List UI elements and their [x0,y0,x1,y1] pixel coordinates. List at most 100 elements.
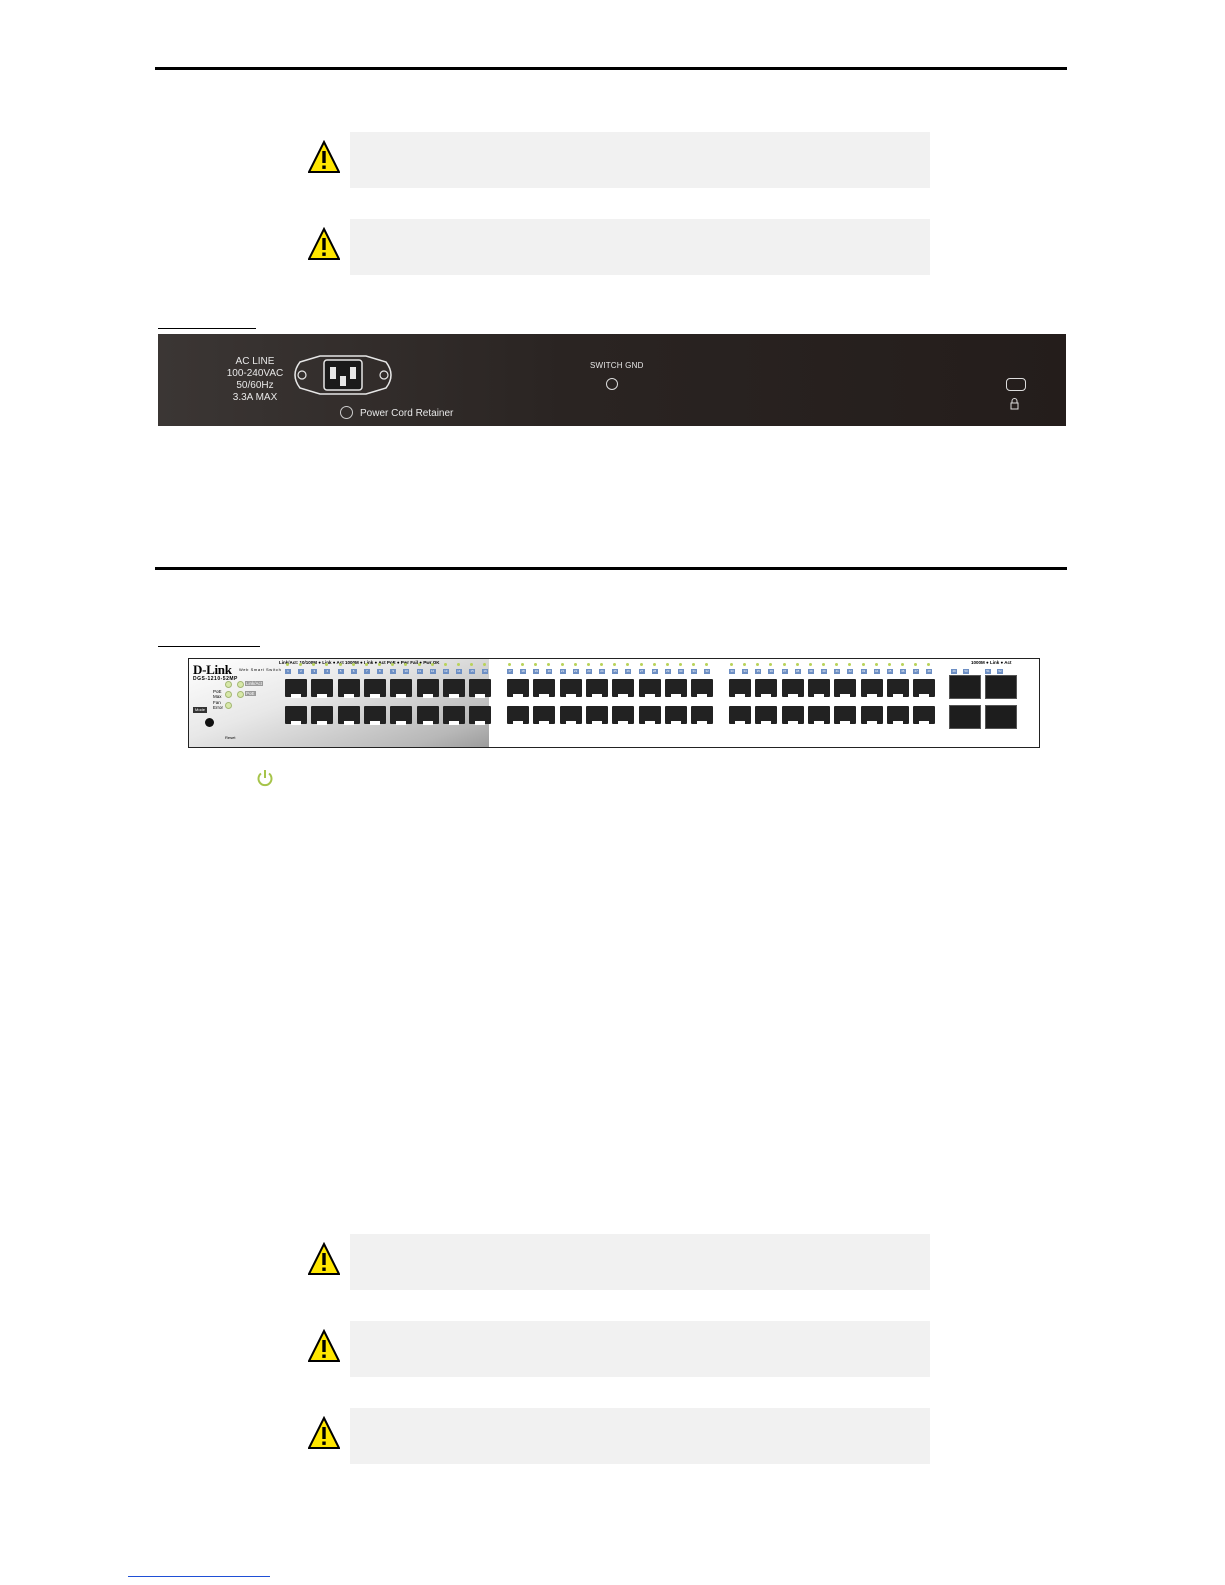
port-number-label: 9 [390,669,397,674]
port-number-label: 7 [363,669,370,674]
footnote-separator [128,1576,270,1577]
power-inlet [294,355,392,395]
rj45-port[interactable] [469,706,492,725]
rj45-port[interactable] [691,706,714,725]
rj45-port[interactable] [442,706,465,725]
rj45-port[interactable] [442,679,465,698]
rj45-port[interactable] [612,679,635,698]
rj45-port[interactable] [807,706,830,725]
port-number-label: 34 [742,669,748,674]
port-number-label: 29 [664,669,671,674]
rj45-port[interactable] [533,706,556,725]
rj45-port[interactable] [390,706,413,725]
rj45-port[interactable] [860,706,883,725]
rj45-port[interactable] [638,679,661,698]
rj45-port[interactable] [729,679,751,698]
rj45-port[interactable] [755,679,778,698]
sfp-port[interactable] [949,675,981,699]
sfp-port[interactable] [985,675,1017,699]
rj45-port[interactable] [337,679,360,698]
port-led [900,663,904,666]
port-number-label: 43 [860,669,867,674]
sfp-port[interactable] [985,705,1017,729]
reset-label: Reset [225,735,236,740]
port-number-label: 48 [926,669,933,674]
port-number-label: 30 [677,669,684,674]
port-led [692,663,696,666]
ac-line-label: AC LINE 100-240VAC 50/60Hz 3.3A MAX [226,356,284,403]
rj45-port[interactable] [913,679,936,698]
rj45-port[interactable] [781,706,804,725]
rj45-port[interactable] [691,679,714,698]
port-number-label: 10 [403,669,410,674]
caution-callout [308,132,930,188]
rj45-port[interactable] [311,706,334,725]
port-led [508,663,511,666]
rj45-port[interactable] [886,679,909,698]
port-led [861,663,865,666]
rj45-port[interactable] [834,706,857,725]
caution-callout [308,1321,930,1377]
port-led [821,663,825,666]
port-number-label: 44 [873,669,880,674]
port-number-label: 14 [455,669,462,674]
port-number-label: 3 [311,669,318,674]
rj45-port[interactable] [363,706,386,725]
port-number-label: 5 [337,669,344,674]
port-led [848,663,852,666]
rj45-port[interactable] [913,706,936,725]
rj45-port[interactable] [416,679,439,698]
port-led [626,663,630,666]
sfp-port[interactable] [949,705,981,729]
rj45-port[interactable] [311,679,334,698]
rj45-port[interactable] [886,706,909,725]
port-number-label: 1 [285,669,291,674]
rj45-port[interactable] [807,679,830,698]
port-number-label: 27 [638,669,645,674]
rj45-port[interactable] [585,679,608,698]
link-act-label: Link/Act [245,681,264,686]
rj45-port[interactable] [664,679,687,698]
warning-triangle-icon [308,1416,340,1449]
port-number-label: 2 [298,669,304,674]
rj45-port[interactable] [585,706,608,725]
rj45-port[interactable] [559,706,582,725]
rj45-port[interactable] [612,706,635,725]
rj45-port[interactable] [729,706,751,725]
port-number-label: 15 [469,669,476,674]
rj45-port[interactable] [390,679,413,698]
port-number-label: 25 [612,669,619,674]
rj45-port[interactable] [559,679,582,698]
rj45-port[interactable] [533,679,556,698]
port-led [795,663,799,666]
mode-button[interactable]: Mode [193,707,207,713]
warning-triangle-icon [308,1242,340,1275]
port-led [678,663,682,666]
port-led [652,663,656,666]
rj45-port[interactable] [285,679,307,698]
rj45-port[interactable] [507,679,529,698]
rj45-port[interactable] [755,706,778,725]
port-number-label: 47 [913,669,920,674]
warning-triangle-icon [308,140,340,173]
rj45-port[interactable] [337,706,360,725]
rj45-port[interactable] [507,706,529,725]
reset-button[interactable] [205,718,214,727]
rj45-port[interactable] [834,679,857,698]
port-number-label: 32 [704,669,711,674]
rj45-port[interactable] [860,679,883,698]
rj45-port[interactable] [285,706,307,725]
rj45-port[interactable] [664,706,687,725]
rear-panel-image: AC LINE 100-240VAC 50/60Hz 3.3A MAX SWIT… [158,334,1066,426]
rj45-port[interactable] [638,706,661,725]
sfp-led-legend: 1000M ● Link ● Act [971,660,1012,665]
caution-callout [308,1408,930,1464]
rj45-port[interactable] [363,679,386,698]
port-number-label: 24 [598,669,605,674]
rj45-port[interactable] [781,679,804,698]
port-led [586,663,590,666]
rj45-port[interactable] [469,679,492,698]
rj45-port[interactable] [416,706,439,725]
port-number-label: 42 [847,669,854,674]
caution-text-box [350,1234,930,1290]
